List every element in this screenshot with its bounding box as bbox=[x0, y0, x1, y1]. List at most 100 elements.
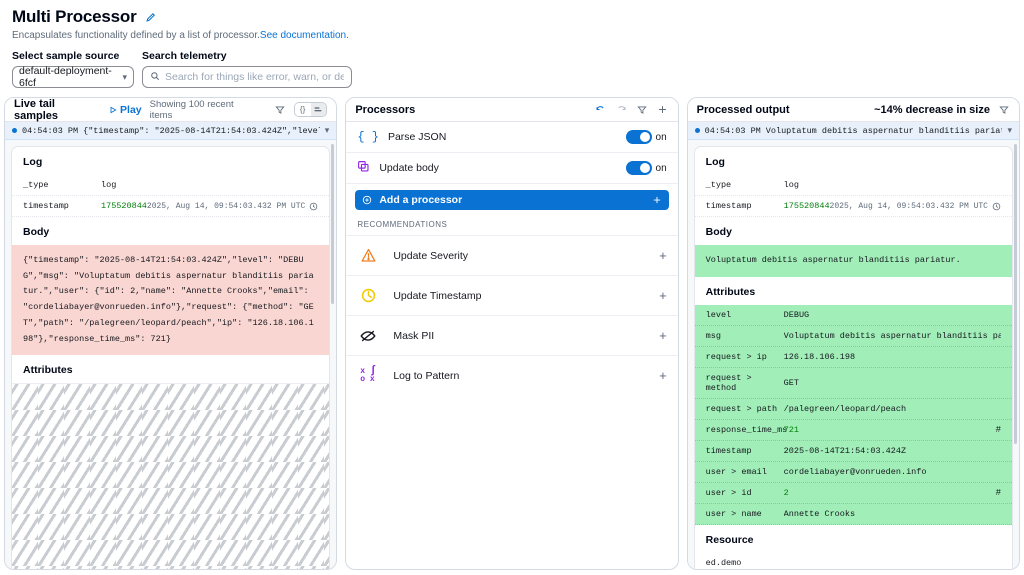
processor-toggle-group[interactable]: on bbox=[625, 130, 667, 144]
search-telemetry-group: Search telemetry bbox=[142, 50, 352, 88]
pencil-icon[interactable] bbox=[145, 12, 156, 23]
row-key: user > id bbox=[705, 487, 752, 498]
filter-icon[interactable] bbox=[274, 104, 286, 116]
subtitle-text: Encapsulates functionality defined by a … bbox=[12, 30, 260, 41]
toggle-state-label: on bbox=[655, 162, 667, 174]
chevron-down-icon[interactable]: ▾ bbox=[324, 125, 330, 135]
page-subtitle: Encapsulates functionality defined by a … bbox=[12, 30, 1012, 41]
row-key: request > path bbox=[705, 403, 778, 414]
warning-triangle-icon bbox=[357, 247, 379, 264]
row-key: user > name bbox=[705, 508, 762, 519]
row-key: timestamp bbox=[705, 201, 752, 211]
recommendation-update-severity[interactable]: Update Severity + bbox=[346, 235, 678, 275]
resource-row: ed.demo bbox=[695, 553, 1012, 569]
log-section-title: Log bbox=[705, 156, 725, 168]
toggle-switch[interactable] bbox=[625, 161, 652, 175]
row-value: 1755208443432 bbox=[101, 201, 147, 211]
toggle-switch[interactable] bbox=[625, 130, 652, 144]
processor-toggle-group[interactable]: on bbox=[625, 161, 667, 175]
play-button[interactable]: Play bbox=[109, 104, 142, 116]
plus-icon bbox=[652, 195, 662, 205]
live-tail-card: Live tail samples Play Showing 100 recen… bbox=[4, 97, 338, 570]
row-value: 721 bbox=[783, 424, 799, 435]
live-tail-detail: Log _type log timestamp 1755208443432 20… bbox=[11, 146, 331, 569]
add-recommendation-button[interactable]: + bbox=[659, 288, 667, 303]
sample-source-select[interactable]: default-deployment-6fcf ▾ bbox=[12, 65, 134, 89]
entry-message: Voluptatum debitis aspernatur blanditiis… bbox=[765, 125, 1003, 136]
table-row: request > path/palegreen/leopard/peach bbox=[694, 399, 1012, 420]
processor-item-update-body[interactable]: Update body on bbox=[346, 153, 678, 184]
row-value: Voluptatum debitis aspernatur blanditiis… bbox=[783, 330, 1001, 341]
controls-row: Select sample source default-deployment-… bbox=[0, 41, 1024, 89]
recommendation-name: Log to Pattern bbox=[393, 369, 460, 382]
row-value: Annette Crooks bbox=[783, 508, 856, 519]
chevron-down-icon: ▾ bbox=[122, 71, 127, 82]
filter-icon[interactable] bbox=[636, 104, 648, 116]
table-row: _type log bbox=[12, 175, 330, 196]
resource-section-title: Resource bbox=[705, 533, 754, 546]
body-section-title: Body bbox=[705, 226, 732, 238]
entry-timestamp: 04:54:03 PM bbox=[22, 125, 79, 136]
recommendation-name: Update Timestamp bbox=[393, 289, 482, 302]
processed-output-scroll[interactable]: Log _type log timestamp 1755208443432 20… bbox=[687, 140, 1019, 569]
add-processor-label: Add a processor bbox=[379, 194, 463, 206]
recommendation-mask-pii[interactable]: Mask PII + bbox=[346, 315, 678, 355]
toggle-state-label: on bbox=[655, 131, 667, 143]
view-toggle-group[interactable]: {} bbox=[293, 102, 328, 117]
search-icon bbox=[150, 71, 160, 84]
filter-icon[interactable] bbox=[998, 104, 1010, 116]
search-input[interactable] bbox=[165, 71, 344, 83]
live-tail-entry[interactable]: 04:54:03 PM {"timestamp": "2025-08-14T21… bbox=[5, 122, 337, 140]
clock-icon bbox=[357, 287, 379, 304]
entry-message: {"timestamp": "2025-08-14T21:54:03.424Z"… bbox=[83, 125, 320, 136]
processors-header: Processors bbox=[346, 98, 678, 122]
copy-icon bbox=[357, 160, 370, 176]
plus-icon[interactable] bbox=[656, 103, 669, 116]
row-key: msg bbox=[705, 330, 721, 341]
add-recommendation-button[interactable]: + bbox=[659, 368, 667, 383]
scrollbar-thumb[interactable] bbox=[331, 144, 335, 304]
row-aux-text: 2025, Aug 14, 09:54:03.432 PM UTC bbox=[146, 201, 306, 211]
recommendation-name: Update Severity bbox=[393, 249, 469, 262]
processed-output-entry[interactable]: 04:54:03 PM Voluptatum debitis aspernatu… bbox=[687, 122, 1019, 140]
search-telemetry-box[interactable] bbox=[142, 66, 352, 88]
add-recommendation-button[interactable]: + bbox=[659, 248, 667, 263]
processed-output-header: Processed output ~14% decrease in size bbox=[687, 98, 1019, 122]
scrollbar-thumb[interactable] bbox=[1013, 144, 1017, 444]
play-label: Play bbox=[120, 103, 142, 116]
braces-icon: { } bbox=[357, 130, 379, 144]
row-value: 126.18.106.198 bbox=[783, 351, 856, 362]
undo-icon[interactable] bbox=[594, 103, 607, 116]
processors-panel: Processors { } Parse JSON bbox=[345, 97, 679, 570]
row-key: request > method bbox=[705, 372, 752, 393]
attributes-empty-hatch bbox=[12, 383, 330, 569]
recommendation-update-timestamp[interactable]: Update Timestamp + bbox=[346, 275, 678, 315]
sample-source-label: Select sample source bbox=[12, 50, 120, 62]
panels-container: Live tail samples Play Showing 100 recen… bbox=[0, 88, 1024, 570]
live-tail-scroll[interactable]: Log _type log timestamp 1755208443432 20… bbox=[5, 140, 337, 569]
status-dot bbox=[12, 128, 17, 133]
page-header: Multi Processor Encapsulates functionali… bbox=[0, 0, 1024, 41]
row-value: 2 bbox=[783, 487, 789, 498]
add-processor-button[interactable]: Add a processor bbox=[355, 190, 669, 210]
add-recommendation-button[interactable]: + bbox=[659, 328, 667, 343]
footer-actions: Save Cancel bbox=[0, 570, 1024, 575]
live-tail-title: Live tail samples bbox=[14, 97, 59, 122]
chevron-down-icon[interactable]: ▾ bbox=[1007, 125, 1012, 135]
documentation-link[interactable]: See documentation. bbox=[259, 30, 349, 41]
row-key: _type bbox=[23, 180, 49, 190]
processed-output-card: Processed output ~14% decrease in size 0… bbox=[686, 97, 1020, 570]
view-json-button[interactable]: {} bbox=[294, 103, 311, 116]
redo-icon[interactable] bbox=[615, 103, 628, 116]
status-dot bbox=[694, 128, 700, 133]
processor-item-parse-json[interactable]: { } Parse JSON on bbox=[346, 122, 678, 153]
row-key: request > ip bbox=[705, 351, 767, 362]
processors-title: Processors bbox=[355, 103, 416, 116]
view-list-button[interactable] bbox=[310, 103, 327, 116]
table-row: _type log bbox=[694, 175, 1012, 196]
